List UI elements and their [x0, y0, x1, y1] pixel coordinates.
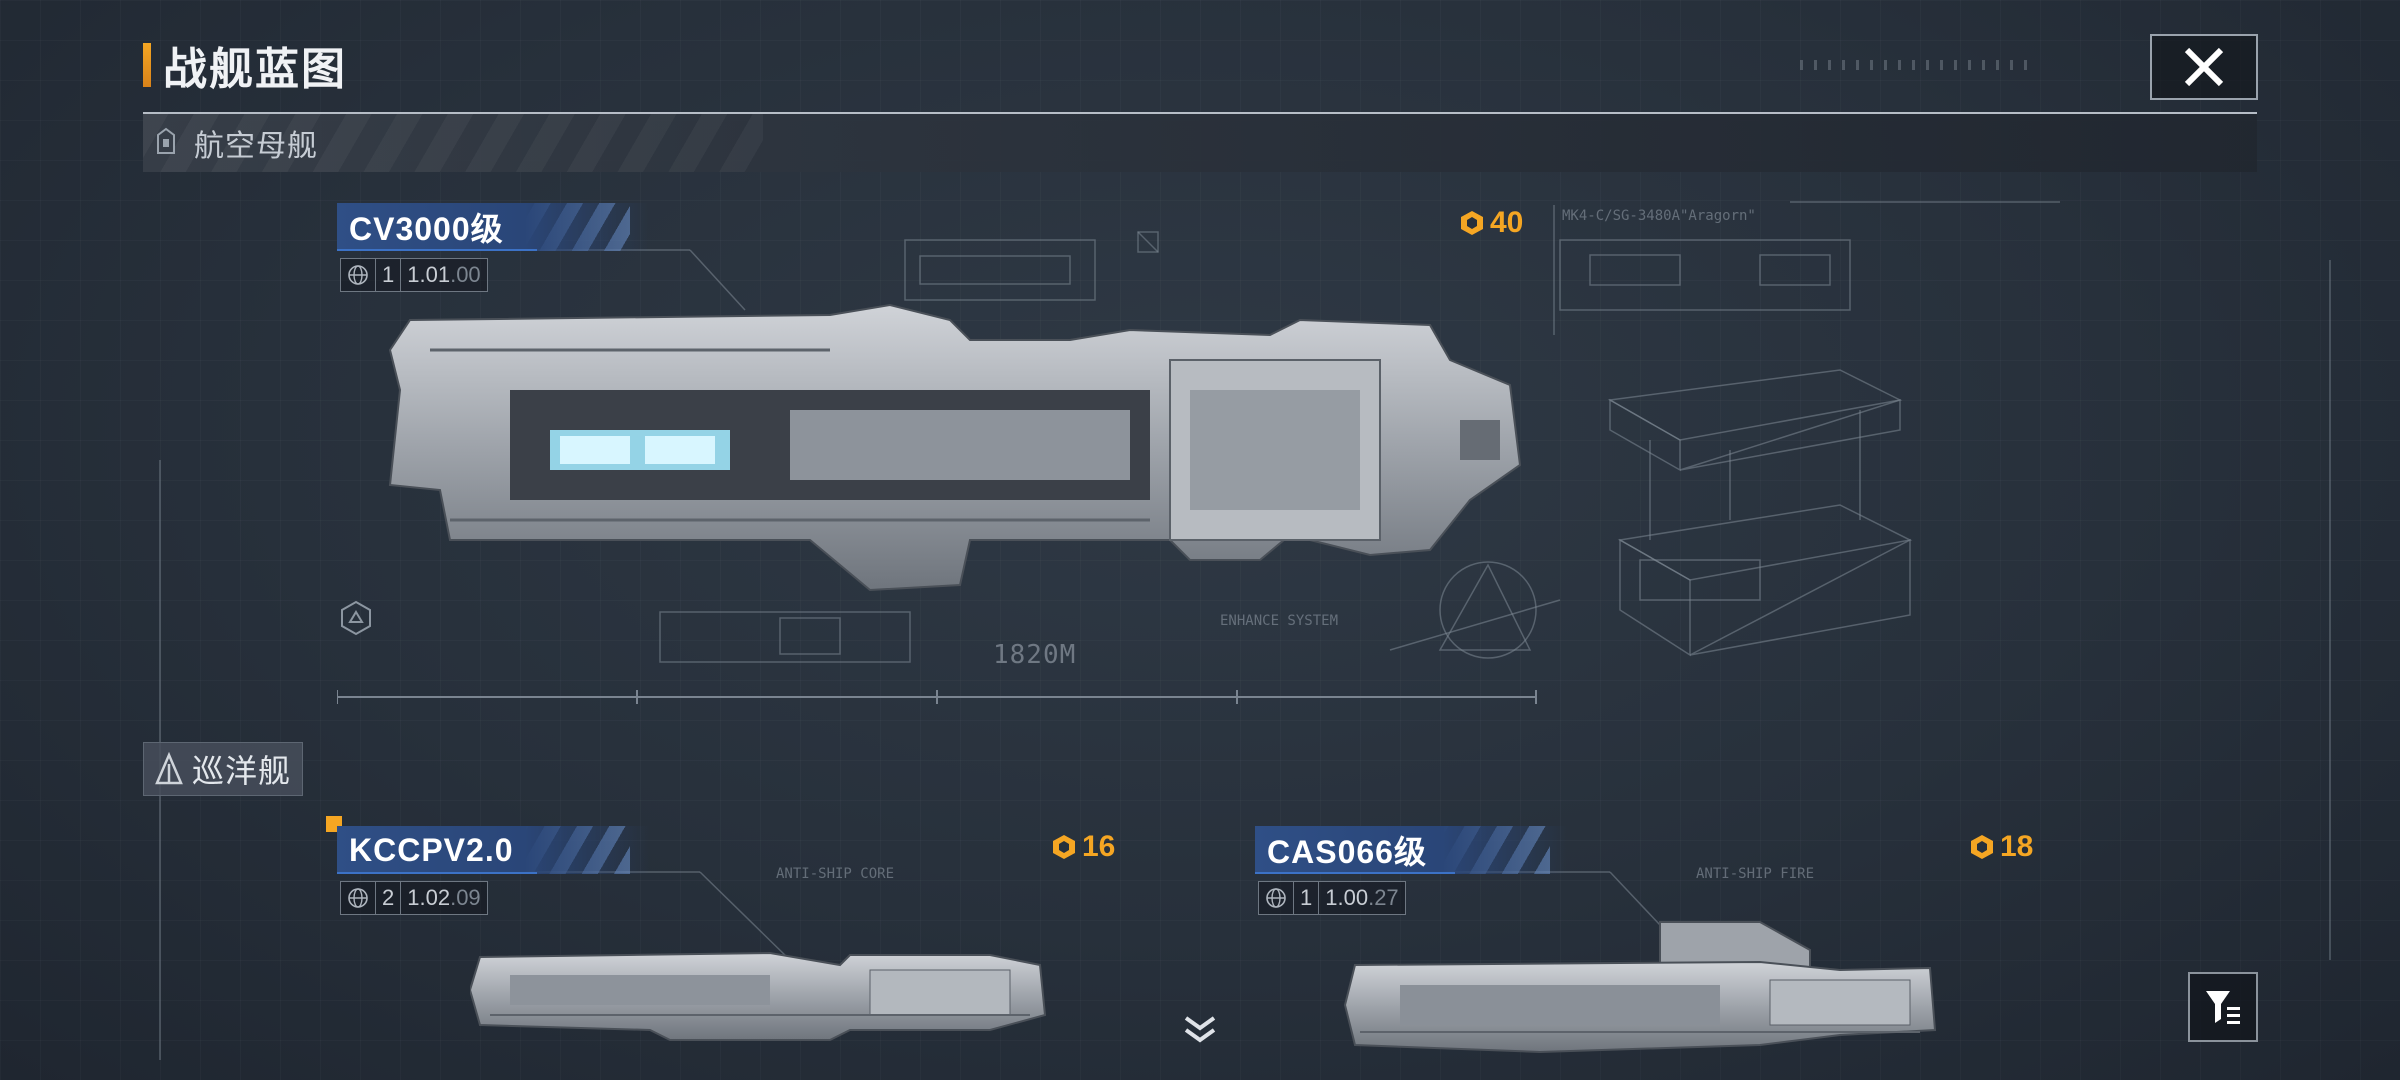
section-label-cruiser: 巡洋舰 [192, 753, 292, 789]
filter-button[interactable] [2188, 972, 2258, 1042]
chevron-down-icon[interactable] [1180, 1014, 1220, 1048]
svg-text:ENHANCE SYSTEM: ENHANCE SYSTEM [1220, 613, 1338, 629]
section-header-stripes [143, 114, 763, 172]
power-icon [1053, 835, 1075, 859]
title-bar: 战舰蓝图 [143, 40, 347, 94]
ship-tag-cas066[interactable]: CAS066级 [1255, 826, 1567, 874]
ship-stats-cv3000: 1 1.01.00 [340, 258, 488, 292]
ship-stat: 1.01.00 [407, 262, 481, 287]
svg-text:MK4-C/SG-3480A"Aragorn": MK4-C/SG-3480A"Aragorn" [1562, 208, 1756, 224]
globe-icon [341, 259, 376, 291]
ship-power-cv3000: 40 [1458, 206, 1523, 240]
ship-image-cv3000[interactable] [370, 290, 1540, 610]
section-header-carrier [143, 114, 2257, 172]
ship-power-kccpv: 16 [1050, 830, 1115, 864]
hex-icon [341, 600, 371, 636]
carrier-icon [157, 127, 175, 154]
close-icon [2184, 47, 2224, 87]
power-icon [1461, 211, 1483, 235]
header-divider [143, 112, 2257, 114]
page-title: 战舰蓝图 [163, 45, 347, 94]
title-accent [143, 43, 151, 87]
filter-icon [2206, 991, 2240, 1024]
ship-stat: 1.00.27 [1325, 885, 1399, 910]
ship-tier: 1 [1294, 882, 1320, 914]
ship-name: CAS066级 [1267, 834, 1427, 870]
ship-length: 1820M [993, 640, 1077, 670]
ship-tier: 1 [376, 259, 402, 291]
ship-image-cas066[interactable] [1340, 920, 1940, 1060]
svg-text:ANTI-SHIP CORE: ANTI-SHIP CORE [776, 866, 894, 882]
ship-power-cas066: 18 [1968, 830, 2033, 864]
ship-stats-cas066: 1 1.00.27 [1258, 881, 1406, 915]
scale-ruler [337, 690, 1537, 704]
ship-tag-cv3000[interactable]: CV3000级 [337, 203, 649, 251]
svg-text:ANTI-SHIP FIRE: ANTI-SHIP FIRE [1696, 866, 1814, 882]
globe-icon [341, 882, 376, 914]
ship-image-kccpv[interactable] [470, 945, 1050, 1045]
ship-stat: 1.02.09 [407, 885, 481, 910]
section-label-carrier: 航空母舰 [194, 130, 318, 163]
ship-tag-underline [337, 872, 537, 874]
ship-tag-kccpv[interactable]: KCCPV2.0 [337, 826, 649, 874]
ship-name: KCCPV2.0 [349, 831, 514, 868]
globe-icon [1259, 882, 1294, 914]
ship-tag-underline [337, 249, 537, 251]
ship-name: CV3000级 [349, 211, 504, 247]
power-value: 16 [1082, 830, 1116, 863]
ship-tier: 2 [376, 882, 402, 914]
cruiser-icon [155, 752, 183, 785]
power-value: 40 [1490, 206, 1524, 239]
header-decor-ticks [1800, 60, 2030, 70]
ship-tag-underline [1255, 872, 1455, 874]
close-button[interactable] [2150, 34, 2258, 100]
power-value: 18 [2000, 830, 2034, 863]
ship-stats-kccpv: 2 1.02.09 [340, 881, 488, 915]
section-header-cruiser: 巡洋舰 [143, 742, 303, 796]
power-icon [1971, 835, 1993, 859]
